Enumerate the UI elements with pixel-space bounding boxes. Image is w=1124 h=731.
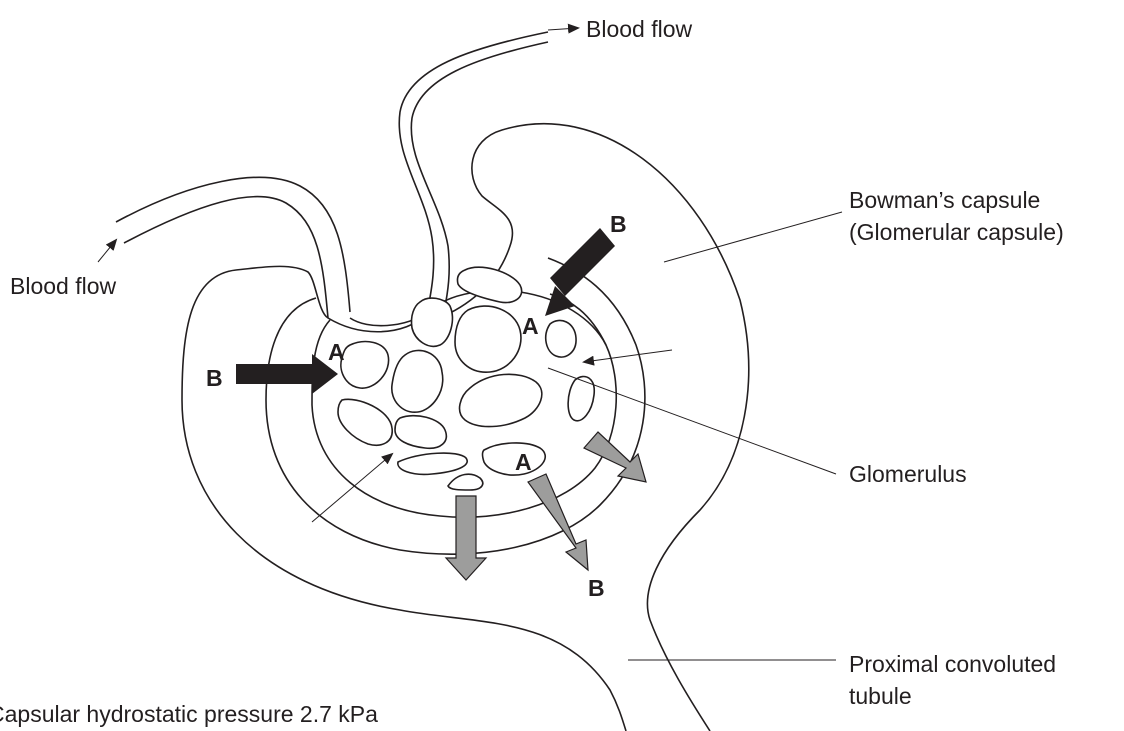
label-blood-flow-left: Blood flow — [10, 273, 117, 299]
label-tubule-line1: Proximal convoluted — [849, 651, 1056, 677]
blood-flow-arrow-left — [98, 240, 116, 262]
blood-flow-arrow-top — [548, 28, 578, 30]
leader-glomerulus — [548, 368, 836, 474]
marker-a-bottom: A — [515, 449, 532, 475]
marker-b-top: B — [610, 211, 627, 237]
arrow-grey-right — [584, 432, 646, 482]
leader-bowman — [664, 212, 842, 262]
label-tubule-line2: tubule — [849, 683, 912, 709]
label-blood-flow-top: Blood flow — [586, 16, 693, 42]
arrow-b-left — [236, 354, 338, 394]
marker-b-bottom: B — [588, 575, 605, 601]
arrow-b-top — [545, 228, 615, 316]
label-bowman-line2: (Glomerular capsule) — [849, 219, 1064, 245]
thin-arrow-bottom-left — [312, 454, 392, 522]
label-glomerulus: Glomerulus — [849, 461, 967, 487]
arrow-grey-bottom — [446, 496, 486, 580]
label-bowman-line1: Bowman’s capsule — [849, 187, 1040, 213]
thin-arrow-right — [584, 350, 672, 362]
label-pressure: Capsular hydrostatic pressure 2.7 kPa — [0, 701, 378, 727]
marker-a-top: A — [522, 313, 539, 339]
marker-a-left: A — [328, 339, 345, 365]
marker-b-left: B — [206, 365, 223, 391]
afferent-arteriole — [116, 177, 350, 318]
